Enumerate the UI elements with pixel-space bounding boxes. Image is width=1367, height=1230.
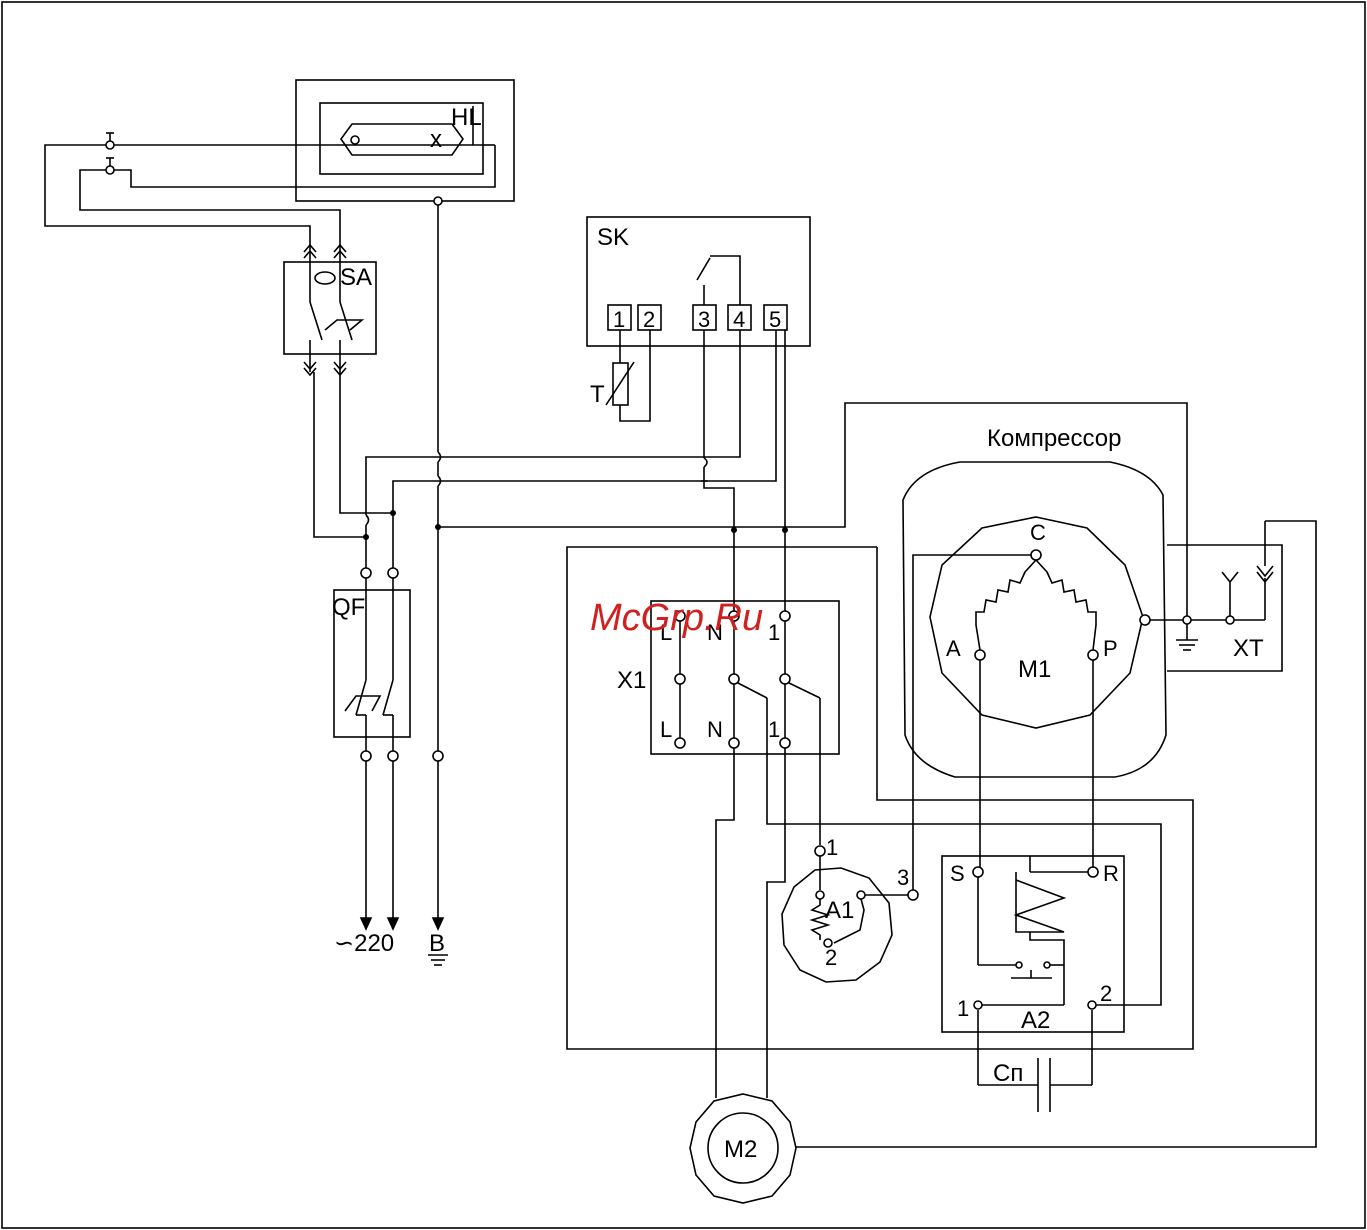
thermostat-sk: SK 1 2 3 4 5 [587, 217, 810, 346]
sk-terminal-1: 1 [613, 307, 625, 332]
x1-top-1: 1 [768, 620, 780, 645]
switch-sa-label: SA [340, 264, 372, 291]
thermistor-t: T [590, 330, 650, 421]
a1-pin-2: 2 [825, 945, 837, 970]
terminal-block-xt: XT [1167, 521, 1282, 671]
capacitor-cn: Cп [978, 1058, 1092, 1112]
breaker-qf: QF [332, 568, 410, 761]
watermark: McGrp.Ru [590, 597, 763, 639]
m1-c-label: C [1030, 520, 1046, 545]
capacitor-label: Cп [993, 1060, 1023, 1087]
thermostat-sk-label: SK [597, 224, 629, 251]
lamp-x-label: x [430, 126, 442, 153]
start-relay-a2: S R 1 2 A2 [942, 856, 1124, 1034]
sk-terminal-5: 5 [769, 307, 781, 332]
lamp-hl-label: HL [451, 104, 482, 131]
m1-a-label: A [946, 636, 961, 661]
compressor: Компрессор C A P M1 [903, 425, 1166, 777]
a2-pin-1: 1 [957, 996, 969, 1021]
sk-terminal-3: 3 [698, 307, 710, 332]
x1-bottom-n: N [707, 717, 723, 742]
switch-sa: SA [284, 245, 376, 375]
terminal-block-x1-label: X1 [617, 667, 646, 694]
x1-bottom-1: 1 [768, 717, 780, 742]
x1-bottom-l: L [660, 717, 672, 742]
relay-a1-label: A1 [825, 897, 854, 924]
ground-label: B [429, 930, 445, 957]
breaker-qf-label: QF [332, 594, 365, 621]
a1-pin-3: 3 [897, 865, 909, 890]
terminal-block-xt-label: XT [1233, 635, 1264, 662]
fan-motor-m2-label: M2 [724, 1136, 757, 1163]
lamp-hl: x HL [296, 80, 514, 201]
start-relay-a2-label: A2 [1021, 1007, 1050, 1034]
sk-terminal-4: 4 [733, 307, 745, 332]
sk-terminal-2: 2 [643, 307, 655, 332]
m1-label: M1 [1018, 656, 1051, 683]
m1-p-label: P [1103, 636, 1118, 661]
thermistor-label: T [590, 381, 605, 408]
a2-pin-2: 2 [1100, 981, 1112, 1006]
a2-r-label: R [1103, 861, 1119, 886]
fan-motor-m2: M2 [690, 1094, 796, 1203]
a2-s-label: S [950, 861, 965, 886]
compressor-label: Компрессор [987, 425, 1121, 452]
a1-pin-1: 1 [826, 835, 838, 860]
supply-label: ∽220 [334, 930, 394, 957]
relay-a1: 1 2 A1 3 [782, 835, 918, 982]
